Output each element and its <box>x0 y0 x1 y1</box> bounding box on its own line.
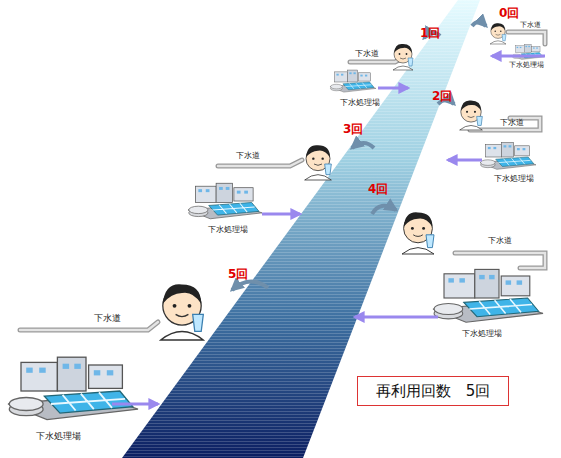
sewer-label: 下水道 <box>488 237 512 246</box>
plant-label: 下水処理場 <box>36 432 81 442</box>
plant-label: 下水処理場 <box>462 330 502 339</box>
count-label: 3回 <box>343 123 363 136</box>
sewer-label: 下水道 <box>94 314 121 324</box>
count-label: 5回 <box>228 268 248 281</box>
count-label: 4回 <box>368 183 388 196</box>
count-label: 0回 <box>499 7 519 20</box>
treatment-plants <box>8 44 544 419</box>
count-box: 再利用回数 5回 <box>357 376 509 406</box>
drinking-people <box>161 23 506 340</box>
plant-label: 下水処理場 <box>494 175 534 184</box>
count-label: 2回 <box>432 90 452 103</box>
count-label: 1回 <box>420 27 440 40</box>
plant-label: 下水処理場 <box>509 62 544 70</box>
drink-arrows <box>232 22 486 290</box>
sewer-label: 下水道 <box>520 22 541 30</box>
sewer-label: 下水道 <box>355 50 379 59</box>
plant-label: 下水処理場 <box>208 226 248 235</box>
box-text: 再利用回数 5回 <box>376 382 491 400</box>
sewer-pipes <box>20 32 545 330</box>
sewer-label: 下水道 <box>500 119 524 128</box>
plant-label: 下水処理場 <box>340 99 380 108</box>
flow-arrows <box>112 56 545 404</box>
sewer-label: 下水道 <box>236 152 260 161</box>
